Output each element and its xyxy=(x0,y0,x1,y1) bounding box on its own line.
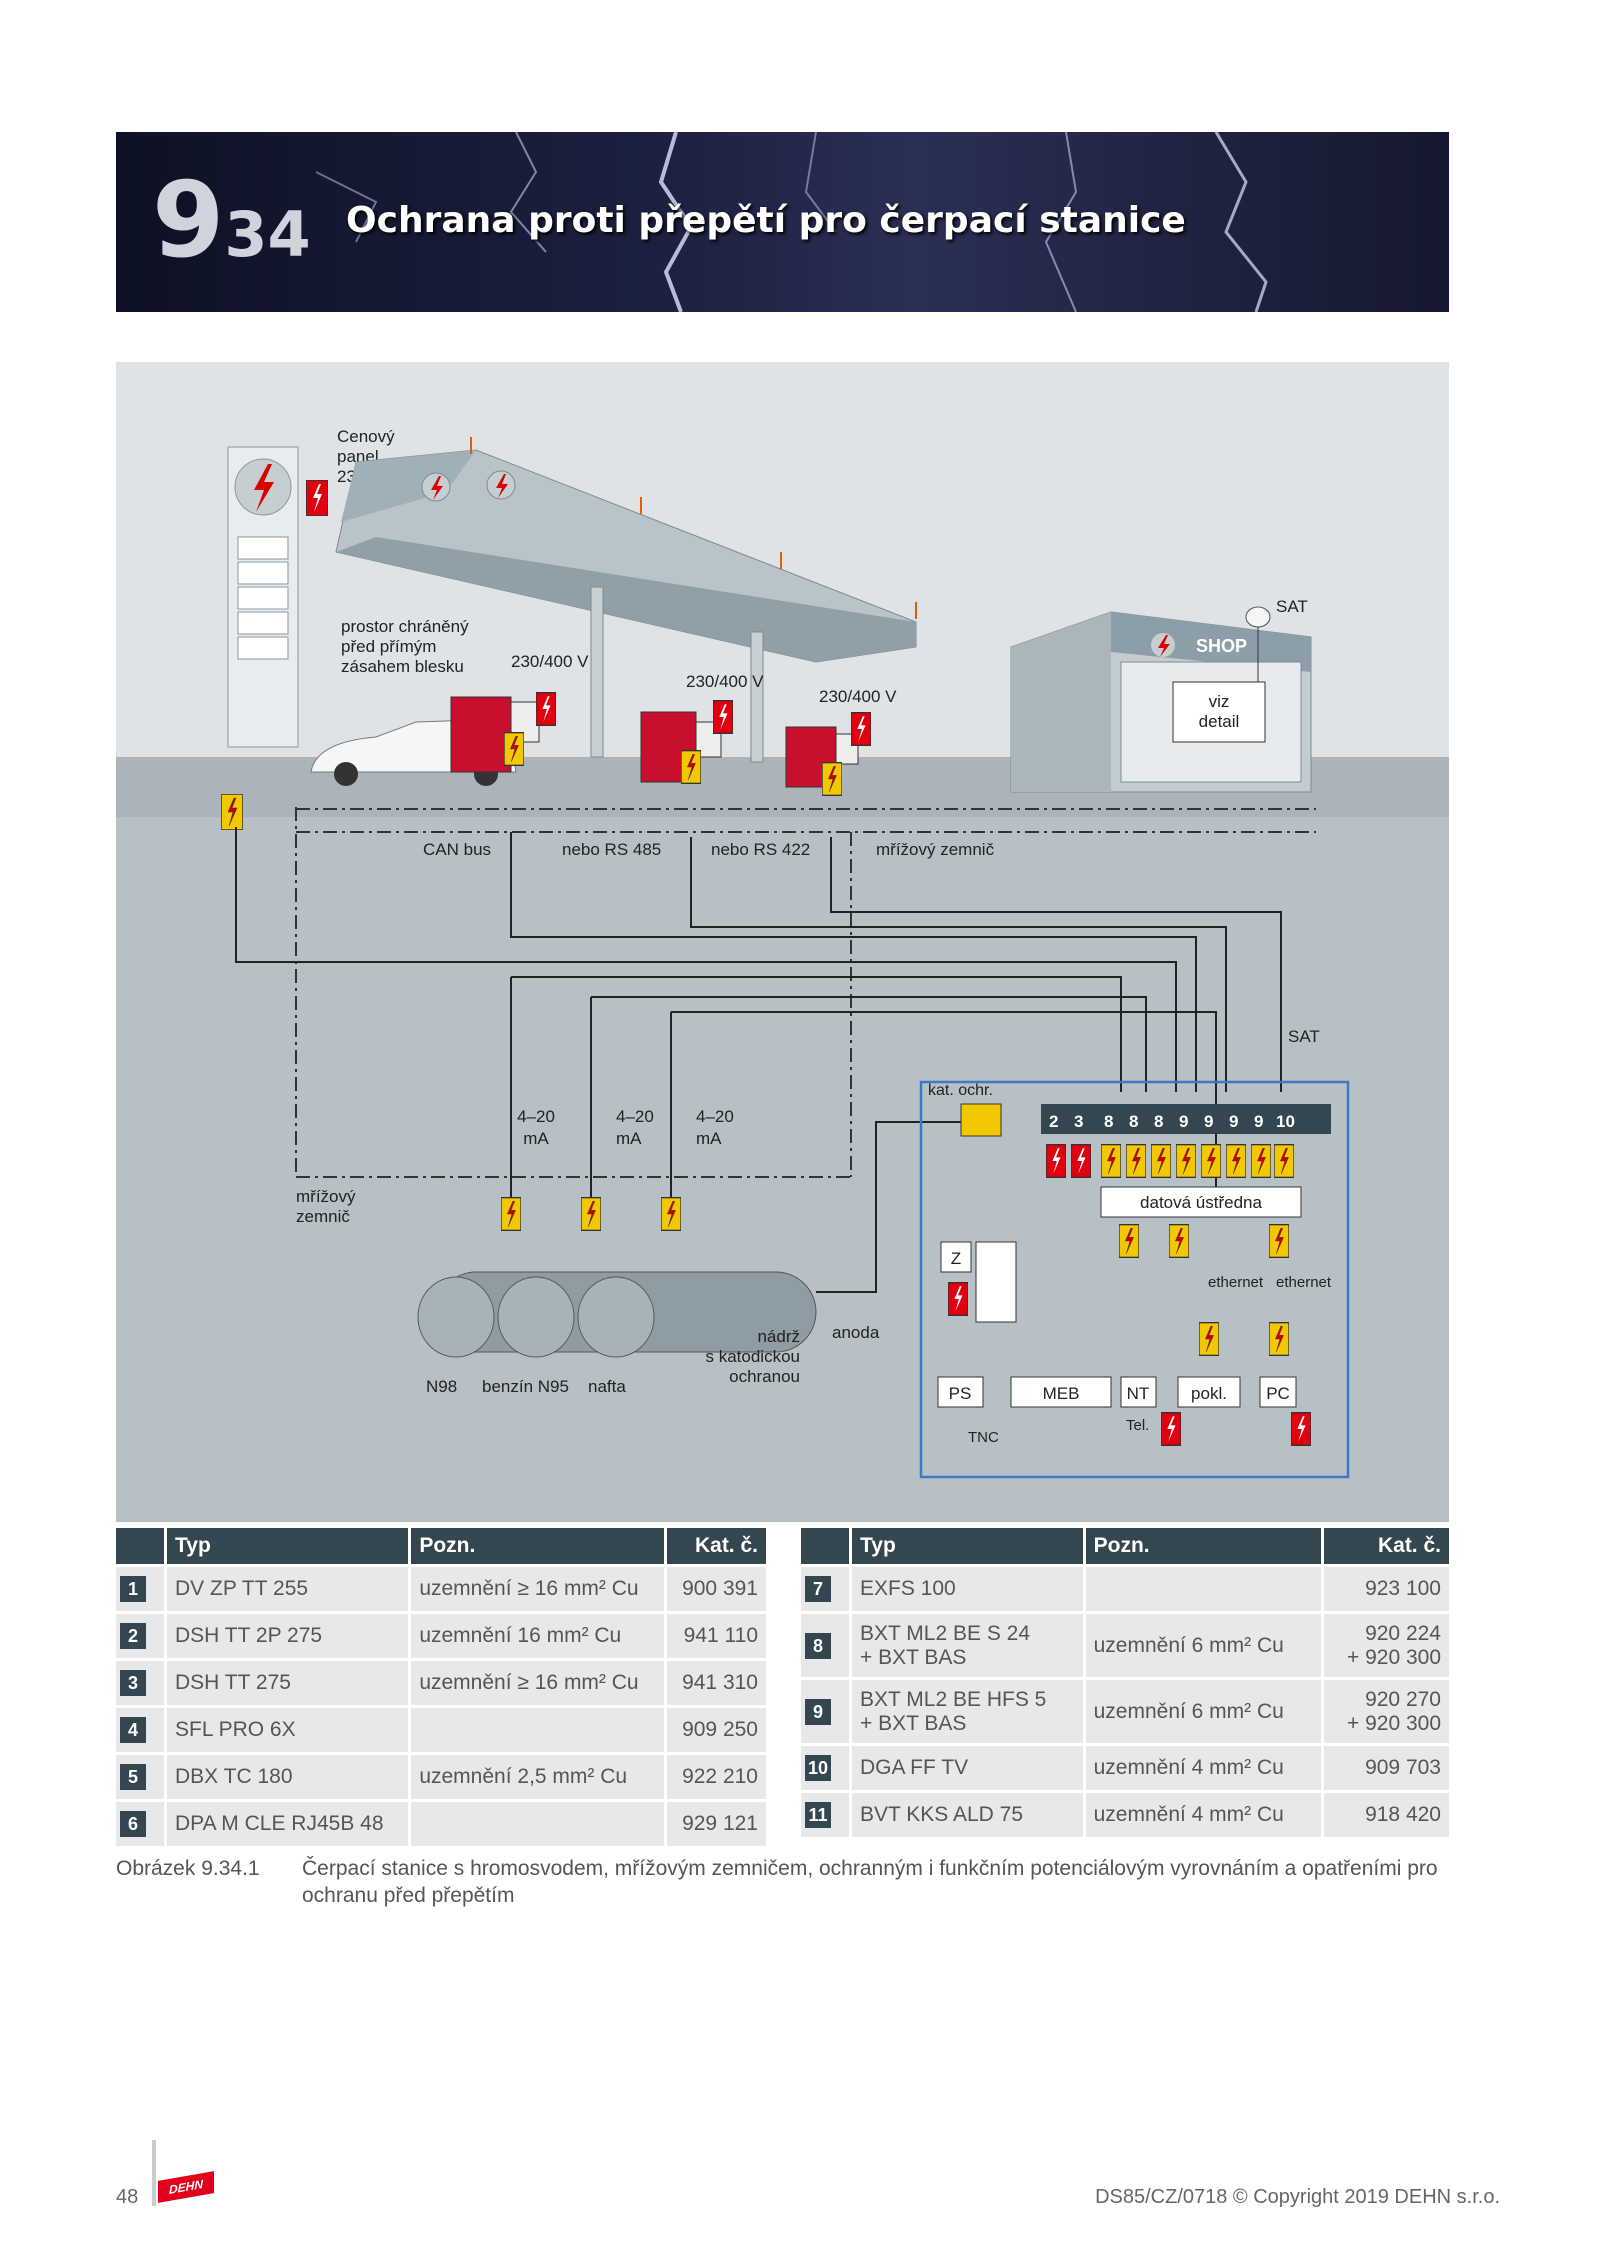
figure-caption-text: Čerpací stanice s hromosvodem, mřížovým … xyxy=(302,1857,1438,1907)
chapter-banner: 934 Ochrana proti přepětí pro čerpací st… xyxy=(116,132,1449,312)
data-centre-label: datová ústředna xyxy=(1140,1193,1262,1212)
satellite-dish-icon xyxy=(1245,606,1271,628)
chapter-number: 934 xyxy=(152,159,311,281)
fuel-tanks xyxy=(417,1197,817,1358)
svg-text:9: 9 xyxy=(1204,1112,1213,1131)
svg-text:NT: NT xyxy=(1127,1384,1150,1403)
ground-area xyxy=(116,757,1449,1522)
mesh-earth-label: mřížový zemnič xyxy=(876,840,995,859)
svg-text:ethernet: ethernet xyxy=(1208,1274,1264,1291)
fuel-dispenser-1 xyxy=(450,692,556,773)
page-number: 48 xyxy=(116,2186,139,2208)
svg-text:8: 8 xyxy=(1129,1112,1138,1131)
voltage-label-2: 230/400 V xyxy=(686,672,764,691)
tank-n98-label: N98 xyxy=(426,1377,457,1396)
page-title: Ochrana proti přepětí pro čerpací stanic… xyxy=(346,200,1186,241)
svg-text:8: 8 xyxy=(1104,1112,1113,1131)
figure-caption-label: Obrázek 9.34.1 xyxy=(116,1857,260,1880)
rs485-label: nebo RS 485 xyxy=(562,840,661,859)
rs422-label: nebo RS 422 xyxy=(711,840,810,859)
sat-label-top: SAT xyxy=(1276,597,1308,616)
shop-sign: SHOP xyxy=(1196,636,1247,656)
can-bus-label: CAN bus xyxy=(423,840,491,859)
dehn-logo: DEHN xyxy=(152,2140,214,2206)
svg-text:Tel.: Tel. xyxy=(1126,1417,1149,1434)
terminal-numbers: 2 3 8 8 8 9 9 9 9 10 xyxy=(1049,1112,1295,1131)
sat-label: SAT xyxy=(1288,1027,1320,1046)
svg-text:9: 9 xyxy=(1179,1112,1188,1131)
fuel-dispenser-3 xyxy=(785,712,871,796)
tank-n95-label: benzín N95 xyxy=(482,1377,569,1396)
svg-text:3: 3 xyxy=(1074,1112,1083,1131)
svg-text:kat. ochr.: kat. ochr. xyxy=(928,1082,993,1099)
svg-text:2: 2 xyxy=(1049,1112,1058,1131)
lightning-background xyxy=(315,132,1268,312)
svg-text:Z: Z xyxy=(951,1249,961,1268)
detail-box xyxy=(1172,681,1266,743)
tank-diesel-label: nafta xyxy=(588,1377,626,1396)
svg-text:9: 9 xyxy=(1254,1112,1263,1131)
svg-text:ethernet: ethernet xyxy=(1276,1274,1332,1291)
control-room-detail: kat. ochr. 2 3 8 8 8 9 9 9 9 10 xyxy=(919,1080,1350,1479)
svg-text:PS: PS xyxy=(949,1384,972,1403)
voltage-label-1: 230/400 V xyxy=(511,652,589,671)
svg-text:9: 9 xyxy=(1229,1112,1238,1131)
fuel-dispenser-2 xyxy=(640,700,733,784)
svg-text:pokl.: pokl. xyxy=(1191,1384,1227,1403)
svg-text:8: 8 xyxy=(1154,1112,1163,1131)
price-pylon xyxy=(227,446,299,748)
svg-text:10: 10 xyxy=(1276,1112,1295,1131)
svg-text:TNC: TNC xyxy=(968,1429,999,1446)
canopy xyxy=(335,437,917,763)
anode-label: anoda xyxy=(832,1323,880,1342)
copyright: DS85/CZ/0718 © Copyright 2019 DEHN s.r.o… xyxy=(1095,2186,1500,2208)
voltage-label-3: 230/400 V xyxy=(819,687,897,706)
svg-text:PC: PC xyxy=(1266,1384,1290,1403)
signal-cables xyxy=(235,827,1282,1222)
svg-text:MEB: MEB xyxy=(1043,1384,1080,1403)
